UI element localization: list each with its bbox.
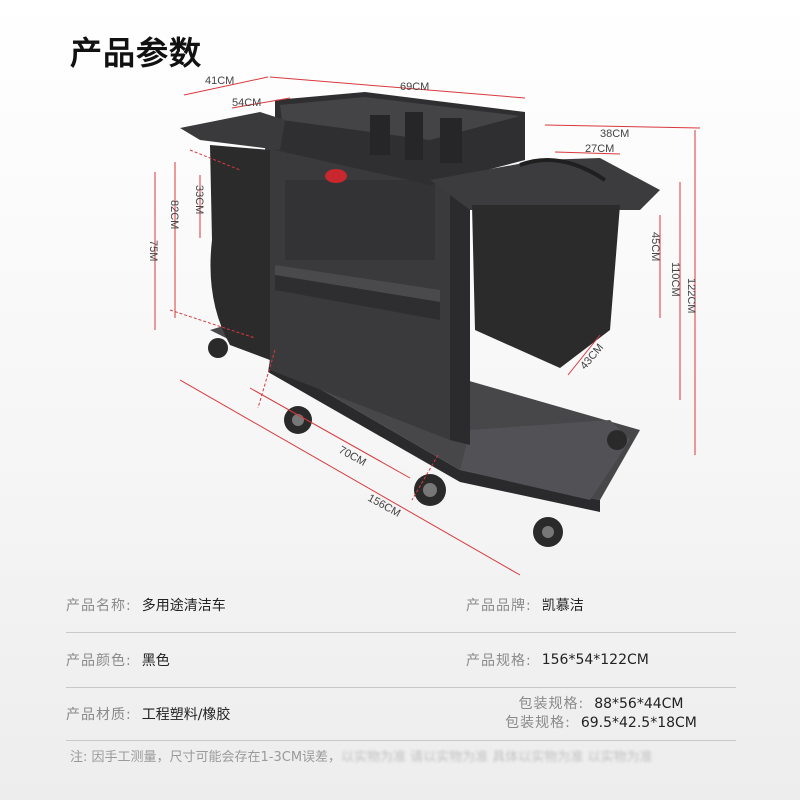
spec-value-brand: 凯慕洁 — [541, 598, 584, 614]
dimension-lines — [154, 76, 701, 576]
cleaning-cart-illustration: 41CM 54CM 69CM 38CM 27CM 33CM 82CM 75M 4… — [147, 75, 701, 576]
spec-label-size: 产品规格: — [466, 653, 532, 669]
dim-total-height: 122CM — [685, 278, 697, 313]
spec-value-name: 多用途清洁车 — [141, 598, 226, 614]
spec-value-package-1: 88*56*44CM — [594, 696, 684, 712]
measurement-note-text: 注: 因手工测量，尺寸可能会存在1-3CM误差， — [70, 750, 342, 765]
measurement-note: 注: 因手工测量，尺寸可能会存在1-3CM误差，以实物为准 请以实物为准 具体以… — [70, 746, 770, 765]
dim-basket-depth: 54CM — [232, 97, 261, 109]
spec-label-material: 产品材质: — [66, 707, 132, 723]
spec-label-color: 产品颜色: — [66, 653, 132, 669]
dim-shelf-length: 70CM — [337, 444, 368, 469]
measurement-note-tail: 以实物为准 请以实物为准 具体以实物为准 以实物为准 — [341, 750, 653, 765]
spec-row-name-brand: 产品名称: 多用途清洁车 产品品牌: 凯慕洁 — [66, 578, 736, 633]
page-title: 产品参数 — [70, 34, 203, 72]
dim-total-length: 156CM — [366, 492, 403, 520]
dim-bag-holder-width: 38CM — [600, 128, 629, 140]
spec-value-material: 工程塑料/橡胶 — [141, 707, 231, 723]
dim-tray-height: 33CM — [193, 185, 205, 214]
spec-label-name: 产品名称: — [66, 598, 132, 614]
dim-top-depth: 41CM — [205, 75, 234, 87]
spec-label-brand: 产品品牌: — [466, 598, 532, 614]
dim-body-height: 110CM — [669, 262, 681, 297]
spec-value-package-2: 69.5*42.5*18CM — [580, 715, 697, 731]
dim-bag-width: 27CM — [585, 143, 614, 155]
spec-label-package-2: 包装规格: — [505, 715, 571, 731]
spec-label-package-1: 包装规格: — [518, 696, 585, 712]
dim-bag-height: 45CM — [649, 232, 661, 261]
spec-row-color-size: 产品颜色: 黑色 产品规格: 156*54*122CM — [66, 633, 736, 688]
dim-top-width: 69CM — [400, 81, 429, 93]
dim-side-height: 75M — [147, 240, 159, 261]
spec-value-color: 黑色 — [141, 653, 170, 669]
cart-drawing — [180, 92, 660, 547]
spec-value-size: 156*54*122CM — [541, 652, 649, 668]
spec-table: 产品名称: 多用途清洁车 产品品牌: 凯慕洁 产品颜色: 黑色 产品规格: 15… — [66, 578, 736, 741]
spec-row-material-package: 产品材质: 工程塑料/橡胶 包装规格: 88*56*44CM 包装规格: 69.… — [66, 688, 736, 741]
dimension-labels: 41CM 54CM 69CM 38CM 27CM 33CM 82CM 75M 4… — [147, 75, 697, 520]
dim-handle-height: 82CM — [168, 200, 180, 229]
